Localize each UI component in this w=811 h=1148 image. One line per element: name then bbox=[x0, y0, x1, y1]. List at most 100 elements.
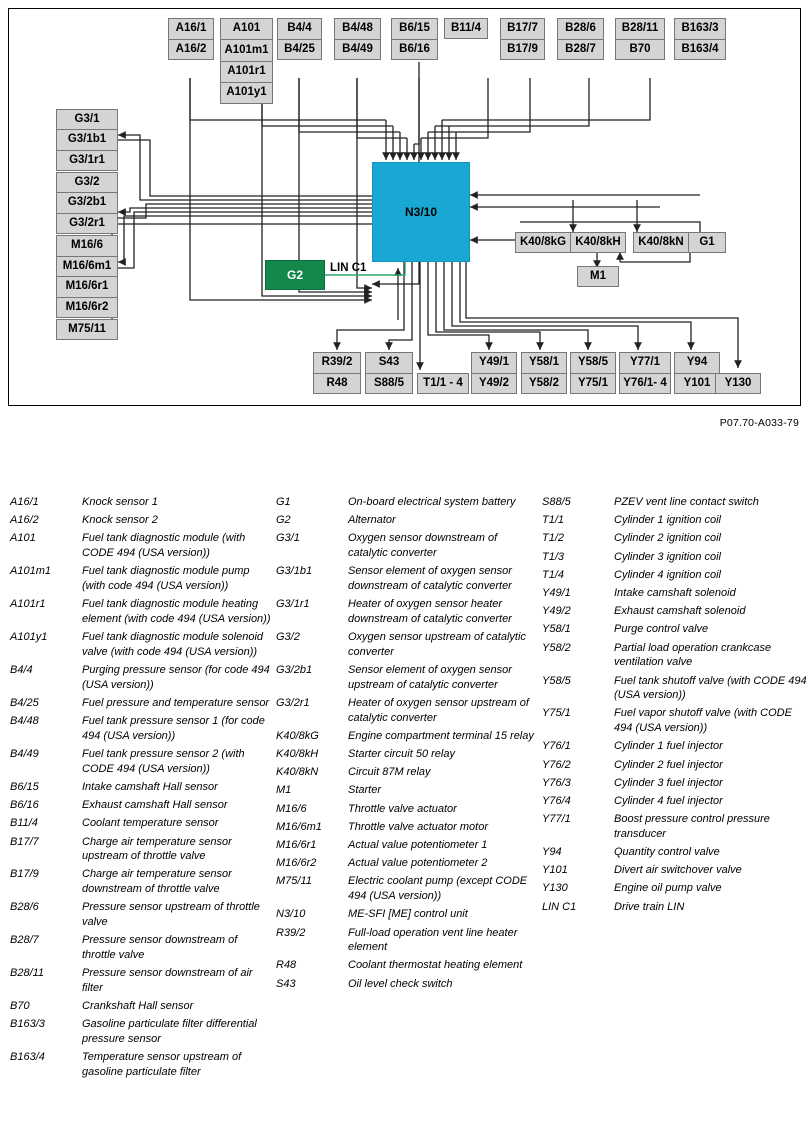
legend-description: Coolant thermostat heating element bbox=[348, 959, 523, 972]
legend-key: B6/16 bbox=[10, 799, 39, 812]
legend-description: Intake camshaft solenoid bbox=[614, 587, 736, 600]
alternator-g2[interactable]: G2 bbox=[265, 260, 325, 290]
box-cell: G3/1r1 bbox=[69, 153, 105, 166]
legend-description: Sensor element of oxygen sensor upstream… bbox=[348, 664, 512, 691]
legend-key: K40/8kN bbox=[276, 766, 319, 779]
component-box-g1[interactable]: G1 bbox=[688, 232, 726, 253]
box-cell: G3/1b1 bbox=[57, 130, 117, 151]
component-box-m16-6[interactable]: M16/6 M16/6m1 M16/6r1 M16/6r2 bbox=[56, 235, 118, 318]
legend-key: B17/9 bbox=[10, 868, 39, 881]
legend-key: K40/8kH bbox=[276, 748, 319, 761]
legend-description: Purge control valve bbox=[614, 623, 709, 636]
legend-key: Y94 bbox=[542, 846, 562, 859]
box-cell: A101 bbox=[221, 19, 272, 41]
component-box-y49[interactable]: Y49/1 Y49/2 bbox=[471, 352, 517, 394]
legend-key: K40/8kG bbox=[276, 729, 319, 742]
component-box-s43[interactable]: S43 S88/5 bbox=[365, 352, 413, 394]
ecu-n3-10[interactable]: N3/10 bbox=[372, 162, 470, 262]
box-cell: A16/2 bbox=[175, 42, 207, 55]
box-cell: R48 bbox=[326, 376, 348, 389]
component-box-r39[interactable]: R39/2 R48 bbox=[313, 352, 361, 394]
component-box-m1[interactable]: M1 bbox=[577, 266, 619, 287]
component-box-b163[interactable]: B163/3 B163/4 bbox=[674, 18, 726, 60]
box-cell: B163/4 bbox=[681, 42, 719, 55]
legend-key: M16/6r1 bbox=[276, 839, 317, 852]
legend-description: Actual value potentiometer 1 bbox=[348, 839, 488, 852]
component-box-g3-2[interactable]: G3/2 G3/2b1 G3/2r1 bbox=[56, 172, 118, 234]
legend-key: Y49/2 bbox=[542, 605, 571, 618]
component-box-y58a[interactable]: Y58/1 Y58/2 bbox=[521, 352, 567, 394]
legend-description: Fuel tank diagnostic module solenoid val… bbox=[82, 631, 264, 658]
legend-description: Fuel pressure and temperature sensor bbox=[82, 696, 270, 709]
component-box-m75-11[interactable]: M75/11 bbox=[56, 319, 118, 340]
component-box-b6[interactable]: B6/15 B6/16 bbox=[391, 18, 438, 60]
component-box-a101[interactable]: A101 A101m1 A101r1 A101y1 bbox=[220, 18, 273, 104]
legend-key: G2 bbox=[276, 514, 291, 527]
box-cell: B6/15 bbox=[392, 19, 437, 40]
legend-key: A101 bbox=[10, 532, 36, 545]
component-box-y58b[interactable]: Y58/5 Y75/1 bbox=[570, 352, 616, 394]
legend-description: Pressure sensor downstream of air filter bbox=[82, 967, 253, 994]
component-box-b4a[interactable]: B4/4 B4/25 bbox=[277, 18, 322, 60]
legend-description: Quantity control valve bbox=[614, 846, 720, 859]
legend-description: Pressure sensor upstream of throttle val… bbox=[82, 901, 260, 929]
component-box-y130[interactable]: Y130 bbox=[715, 373, 761, 394]
legend-description: Starter bbox=[348, 784, 382, 797]
component-box-k40-8kg[interactable]: K40/8kG bbox=[515, 232, 571, 253]
box-cell: M16/6m1 bbox=[57, 257, 117, 277]
legend-key: T1/4 bbox=[542, 568, 565, 581]
drawing-number: P07.70-A033-79 bbox=[719, 417, 799, 429]
component-box-b28a[interactable]: B28/6 B28/7 bbox=[557, 18, 604, 60]
legend-description: Drive train LIN bbox=[614, 900, 685, 913]
legend-description: Oxygen sensor downstream of catalytic co… bbox=[348, 532, 498, 560]
alternator-label: G2 bbox=[286, 268, 303, 282]
component-box-b28b[interactable]: B28/11 B70 bbox=[615, 18, 665, 60]
component-box-t1[interactable]: T1/1 - 4 bbox=[417, 373, 469, 394]
legend-key: T1/3 bbox=[542, 550, 565, 563]
legend-key: M75/11 bbox=[276, 875, 312, 888]
component-box-y77[interactable]: Y77/1 Y76/1- 4 bbox=[619, 352, 671, 394]
component-box-k40-8kh[interactable]: K40/8kH bbox=[570, 232, 626, 253]
legend-description: Cylinder 3 ignition coil bbox=[614, 550, 721, 563]
component-box-b11[interactable]: B11/4 bbox=[444, 18, 488, 39]
legend-key: Y76/1 bbox=[542, 740, 571, 753]
legend-key: A101m1 bbox=[10, 565, 51, 578]
component-box-y94[interactable]: Y94 Y101 bbox=[674, 352, 720, 394]
box-cell: G3/2r1 bbox=[69, 216, 105, 229]
component-box-k40-8kn[interactable]: K40/8kN bbox=[633, 232, 689, 253]
component-box-g3-1[interactable]: G3/1 G3/1b1 G3/1r1 bbox=[56, 109, 118, 171]
box-cell: M16/6 bbox=[57, 236, 117, 257]
legend-key: A16/1 bbox=[10, 496, 39, 508]
ecu-label: N3/10 bbox=[404, 205, 438, 219]
component-box-b17[interactable]: B17/7 B17/9 bbox=[500, 18, 545, 60]
legend-description: Charge air temperature sensor upstream o… bbox=[82, 835, 232, 863]
box-cell: G3/2b1 bbox=[57, 193, 117, 214]
component-box-b4b[interactable]: B4/48 B4/49 bbox=[334, 18, 381, 60]
legend-description: Sensor element of oxygen sensor downstre… bbox=[348, 565, 512, 593]
legend-description: Cylinder 3 fuel injector bbox=[614, 776, 723, 789]
box-cell: B70 bbox=[629, 42, 651, 55]
legend-key: B4/49 bbox=[10, 748, 39, 761]
component-box-a16[interactable]: A16/1 A16/2 bbox=[168, 18, 214, 60]
legend-key: B163/3 bbox=[10, 1018, 45, 1031]
legend-description: Engine oil pump valve bbox=[614, 882, 722, 895]
